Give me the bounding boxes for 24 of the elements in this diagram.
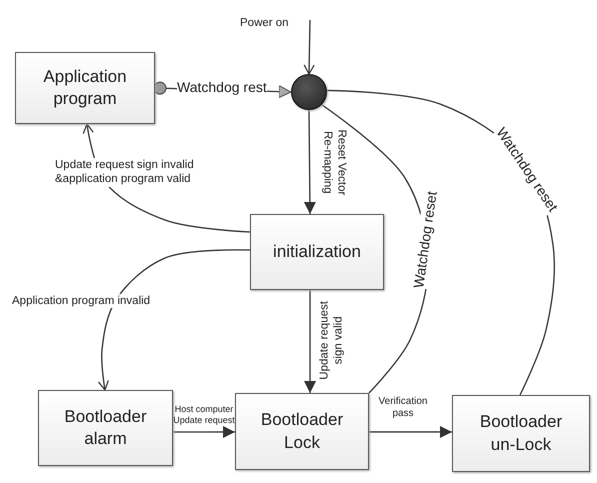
edge-label: Watchdog rest <box>177 79 267 96</box>
state-box <box>235 393 369 470</box>
state-label: Bootloader un-Lock <box>478 411 564 456</box>
arrow <box>173 426 235 438</box>
edge-label: Power on <box>240 16 289 30</box>
arrow <box>304 110 316 214</box>
edge-label: Reset Vector Re-mapping <box>320 128 348 198</box>
state-label: Bootloader Lock <box>260 409 344 454</box>
arrow <box>98 249 250 391</box>
state-circle <box>291 74 327 110</box>
arrow <box>304 290 316 393</box>
state-label: Bootloader alarm <box>63 406 148 450</box>
arrow <box>304 20 315 75</box>
state-box <box>250 214 384 290</box>
state-box <box>15 52 155 124</box>
state-label: initialization <box>273 240 361 263</box>
state-label: Application program <box>42 66 128 110</box>
state-box <box>452 395 590 472</box>
edge-label: Host computer Update request <box>172 404 236 426</box>
state-box <box>38 390 173 466</box>
arrow <box>369 426 452 438</box>
edge-label: Update request sign valid <box>318 300 346 380</box>
edge-label: Application program invalid <box>12 294 150 308</box>
edge-label: Verification pass <box>378 396 428 420</box>
